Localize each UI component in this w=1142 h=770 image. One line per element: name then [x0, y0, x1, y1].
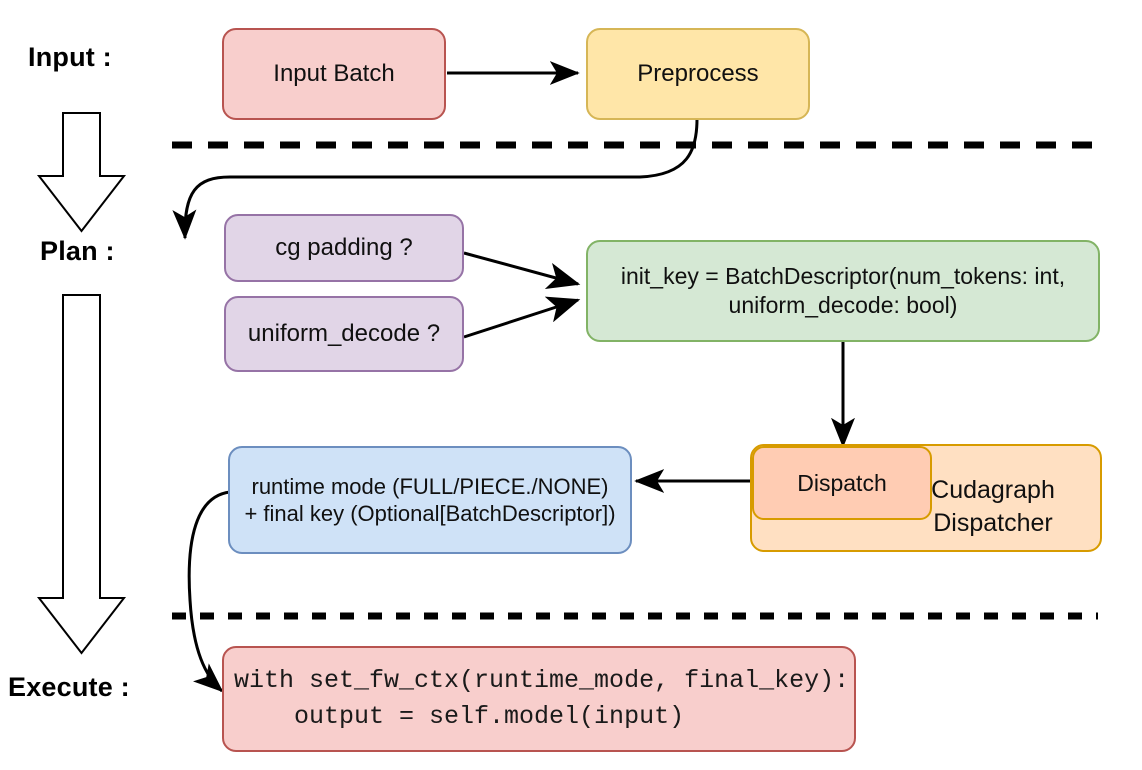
- node-uniform-decode[interactable]: uniform_decode ?: [224, 296, 464, 372]
- edge-cg-padding-to-init-key: [463, 251, 581, 289]
- node-cudagraph-dispatcher-label: Cudagraph Dispatcher: [931, 476, 1055, 537]
- node-cg-padding-label: cg padding ?: [275, 234, 413, 261]
- node-execute-code[interactable]: with set_fw_ctx(runtime_mode, final_key)…: [222, 646, 856, 752]
- input-to-plan-arrow: [36, 112, 127, 233]
- node-preprocess-label: Preprocess: [637, 60, 759, 87]
- node-init-key-label: init_key = BatchDescriptor(num_tokens: i…: [620, 263, 1066, 318]
- stage-label-plan: Plan :: [40, 236, 115, 266]
- node-init-key[interactable]: init_key = BatchDescriptor(num_tokens: i…: [586, 240, 1100, 342]
- node-cg-padding[interactable]: cg padding ?: [224, 214, 464, 282]
- node-execute-code-label: with set_fw_ctx(runtime_mode, final_key)…: [234, 665, 850, 731]
- node-runtime-mode-label: runtime mode (FULL/PIECE./NONE) + final …: [244, 473, 616, 527]
- plan-to-execute-arrow: [36, 294, 127, 655]
- node-uniform-decode-label: uniform_decode ?: [247, 320, 441, 347]
- stage-label-execute: Execute :: [8, 672, 130, 702]
- stage-label-input: Input :: [28, 42, 112, 72]
- node-runtime-mode[interactable]: runtime mode (FULL/PIECE./NONE) + final …: [228, 446, 632, 554]
- node-input-batch[interactable]: Input Batch: [222, 28, 446, 120]
- node-dispatch[interactable]: Dispatch: [752, 446, 932, 520]
- node-preprocess[interactable]: Preprocess: [586, 28, 810, 120]
- node-input-batch-label: Input Batch: [273, 60, 395, 87]
- node-dispatch-label: Dispatch: [797, 469, 887, 496]
- edge-uniform-decode-to-init-key: [463, 296, 581, 339]
